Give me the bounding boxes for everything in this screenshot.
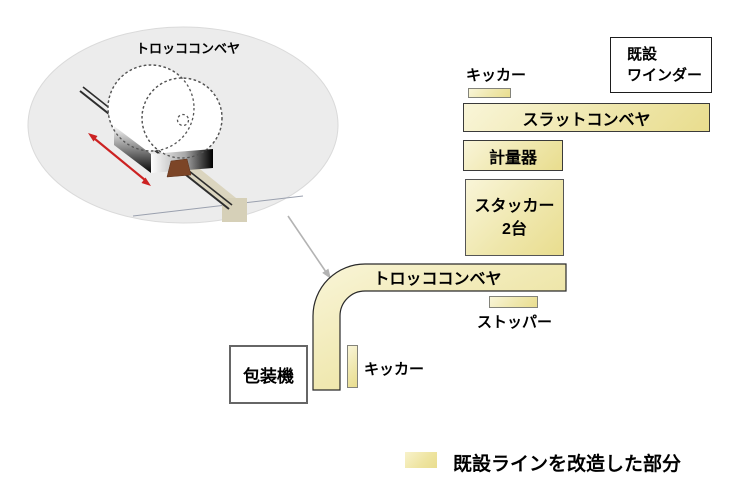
stopper-label: ストッパー: [477, 314, 553, 331]
roll-outlines: [107, 64, 223, 159]
floor-line: [132, 195, 304, 217]
coupling: [166, 158, 192, 178]
inset-illustration: [27, 26, 339, 224]
stacker-box: スタッカー 2台: [465, 179, 564, 256]
packaging-machine-label: 包装機: [243, 367, 294, 386]
kicker-bottom-box: [347, 345, 358, 388]
stacker-line2: 2台: [502, 220, 527, 238]
legend-label: 既設ラインを改造した部分: [453, 454, 682, 475]
slat-conveyor-box: スラットコンベヤ: [463, 103, 710, 132]
weigher-box: 計量器: [463, 140, 563, 171]
existing-winder-line1: 既設: [627, 46, 658, 63]
trolley-cart: [114, 126, 213, 178]
trolley-conveyor-label: トロッココンベヤ: [373, 271, 502, 288]
slat-conveyor-label: スラットコンベヤ: [522, 111, 651, 129]
inset-title: トロッココンベヤ: [136, 41, 241, 56]
stacker-line1: スタッカー: [474, 197, 555, 215]
stopper-box: [489, 296, 538, 308]
kicker-top-box: [468, 88, 511, 98]
connector-arrow-icon: [287, 215, 331, 279]
packaging-machine-box: 包装機: [229, 345, 308, 404]
kicker-bottom-label: キッカー: [364, 361, 425, 378]
existing-winder-line2: ワインダー: [627, 67, 703, 84]
trolley-conveyor-path: [312, 263, 567, 391]
track-end-block: [222, 198, 247, 222]
legend-swatch: [405, 452, 437, 468]
existing-winder-box: 既設 ワインダー: [610, 37, 712, 93]
paper-roll: [107, 64, 223, 159]
weigher-label: 計量器: [488, 149, 537, 167]
kicker-top-label: キッカー: [466, 67, 527, 84]
double-arrow-icon: [88, 133, 151, 186]
